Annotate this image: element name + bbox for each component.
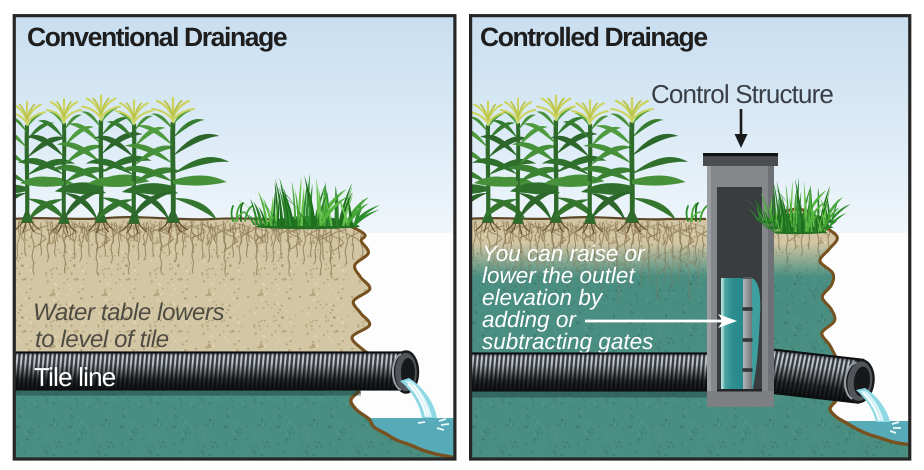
- svg-text:Water table lowers: Water table lowers: [33, 299, 225, 326]
- svg-text:subtracting gates: subtracting gates: [482, 329, 653, 354]
- svg-text:Control Structure: Control Structure: [651, 79, 833, 109]
- svg-text:adding or: adding or: [482, 307, 577, 332]
- svg-text:to level of tile: to level of tile: [35, 326, 169, 353]
- svg-text:Controlled Drainage: Controlled Drainage: [480, 22, 707, 52]
- svg-text:lower the outlet: lower the outlet: [482, 263, 636, 288]
- svg-text:Tile line: Tile line: [34, 362, 116, 392]
- svg-text:You can raise or: You can raise or: [482, 241, 646, 266]
- svg-text:Conventional Drainage: Conventional Drainage: [27, 22, 287, 52]
- svg-text:elevation by: elevation by: [482, 285, 604, 310]
